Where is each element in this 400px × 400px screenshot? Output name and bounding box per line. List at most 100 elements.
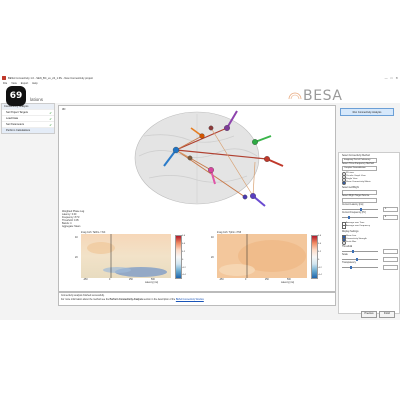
stats-line: Bands: 4 xyxy=(62,222,72,226)
y-tick: 40 xyxy=(211,236,214,239)
cbar-tick: -0.2 xyxy=(182,267,186,269)
view-option: Circular Graph View xyxy=(346,175,366,177)
view-option: Single View xyxy=(346,178,358,180)
maximize-button[interactable]: □ xyxy=(390,76,393,80)
display-label: Display Settings xyxy=(342,231,359,233)
tf-heatmap-left xyxy=(81,234,171,278)
x-tick: 250 xyxy=(129,279,133,281)
threshold-value[interactable] xyxy=(383,249,398,255)
stats-line: Frequency: 8 Hz xyxy=(62,216,80,220)
x-tick: -250 xyxy=(83,279,88,281)
menu-file[interactable]: File xyxy=(3,82,8,85)
freq-method-label: Select Time-Frequency Method xyxy=(342,163,374,165)
cbar-tick: -0.2 xyxy=(318,267,322,269)
y-tick: 40 xyxy=(75,236,78,239)
avg-freq-checkbox[interactable] xyxy=(342,225,347,230)
besa-logo: BESA xyxy=(303,88,343,104)
transparency-label: Transparency xyxy=(342,262,356,264)
page-header: lations BESA xyxy=(0,86,400,104)
window-title: BESA Connectivity 1.0 - SEN_BC_ev_24_1.f… xyxy=(8,76,93,80)
status-line: Connectivity analysis finished successfu… xyxy=(61,295,105,297)
cbar-tick: 0.2 xyxy=(318,251,322,253)
slider-knob[interactable] xyxy=(348,215,350,220)
transparency-slider[interactable] xyxy=(342,265,378,270)
source-label: Select Left/Right xyxy=(342,187,359,189)
slider-knob[interactable] xyxy=(360,207,362,212)
connectivity-viewer[interactable]: 3D xyxy=(58,105,336,292)
close-button[interactable]: ✕ xyxy=(395,76,398,80)
plot-title: Imag Coh: TpFm->TMl xyxy=(217,231,242,234)
step-perform-calculations[interactable]: Perform Calculations xyxy=(2,127,54,133)
stats-line: Latency: 0.00 xyxy=(62,213,77,217)
method-select[interactable]: Imaginary Part of Coherency xyxy=(342,158,377,164)
menu-export[interactable]: Export xyxy=(20,82,29,85)
menu-help[interactable]: Help xyxy=(32,82,38,85)
app-icon xyxy=(2,76,6,80)
status-info-line: For more information about the method se… xyxy=(61,299,204,301)
source-select[interactable] xyxy=(342,190,377,196)
transparency-value[interactable] xyxy=(383,265,398,271)
stats-line: Threshold: 0.05 xyxy=(62,219,79,223)
frequency-slider[interactable] xyxy=(342,215,378,220)
previous-button[interactable]: Previous xyxy=(361,311,377,318)
stats-line: Weighted Phase Lag xyxy=(62,210,85,213)
x-tick: -250 xyxy=(219,279,224,281)
slider-knob[interactable] xyxy=(350,265,352,270)
display-option: Connectivity Strength xyxy=(346,238,367,240)
step-set-parameters[interactable]: Set Parameters ✔ xyxy=(2,121,54,127)
step-label: Set Project Targets xyxy=(6,111,28,114)
step-label: Set Parameters xyxy=(6,123,25,126)
menu-bar: File View Export Help xyxy=(0,81,400,86)
frequency-value[interactable]: 8 xyxy=(383,215,398,221)
view-option: Show Connectivity Matrix xyxy=(346,181,371,183)
latency-slider[interactable] xyxy=(342,207,378,212)
workflow-steps: Connectivity Analysis Set Project Target… xyxy=(1,103,55,134)
x-tick: 500 xyxy=(151,279,155,281)
step-set-project-targets[interactable]: Set Project Targets ✔ xyxy=(2,109,54,115)
tf-plot-right[interactable]: Imag Coh: TpFm->TMl 40 20 -250 0 250 500… xyxy=(199,231,325,288)
slider-knob[interactable] xyxy=(352,249,354,254)
latency-value[interactable]: 0 xyxy=(383,207,398,213)
x-tick: 250 xyxy=(265,279,269,281)
workflow-header: Connectivity Analysis xyxy=(2,104,54,109)
freq-method-select[interactable]: Complex Demodulation xyxy=(342,166,377,172)
help-link[interactable]: BESA Connectivity Window xyxy=(175,299,204,301)
freq-current-label: Current Frequency [Hz] xyxy=(342,212,366,214)
scale-value[interactable] xyxy=(383,257,398,263)
finish-button[interactable]: Finish xyxy=(379,311,395,318)
check-icon: ✔ xyxy=(49,122,52,127)
menu-view[interactable]: View xyxy=(11,82,17,85)
x-tick: 0 xyxy=(109,279,111,281)
cbar-tick: -0.4 xyxy=(318,274,322,276)
brain-3d-view[interactable] xyxy=(59,106,335,209)
settings-panel: Select Connectivity Method Imaginary Par… xyxy=(338,152,400,314)
view-option: 3D view xyxy=(346,172,354,174)
scale-max-radio[interactable] xyxy=(342,241,347,246)
run-connectivity-button[interactable]: Run Connectivity Analysis xyxy=(340,108,394,116)
connectivity-stats: Weighted Phase Lag Latency: 0.00 Frequen… xyxy=(62,210,84,229)
cbar-tick: -0.4 xyxy=(182,274,186,276)
threshold-slider[interactable] xyxy=(342,249,378,254)
cbar-tick: 0 xyxy=(182,259,184,261)
minimize-button[interactable]: — xyxy=(384,76,388,80)
tf-heatmap-right xyxy=(217,234,307,278)
target-select[interactable] xyxy=(342,198,377,204)
scale-slider[interactable] xyxy=(342,257,378,262)
cbar-tick: 0 xyxy=(318,259,320,261)
step-load-data[interactable]: Load Data ✔ xyxy=(2,115,54,121)
step-label: Perform Calculations xyxy=(6,129,31,132)
connectivity-logo-badge: 69 xyxy=(6,86,26,106)
x-tick: 0 xyxy=(245,279,247,281)
slider-knob[interactable] xyxy=(356,257,358,262)
scale-label: Scale xyxy=(342,254,348,256)
avg-option: Average over Time xyxy=(346,222,365,224)
besa-logo-arc-icon xyxy=(288,92,302,100)
target-label: Select Right Target Source xyxy=(342,195,370,197)
tf-plot-left[interactable]: Imag Coh: TalFm->Tnlt 40 20 -250 0 xyxy=(63,231,189,288)
step-label: Load Data xyxy=(6,117,18,120)
view-matrix-radio[interactable] xyxy=(342,181,347,186)
x-axis-label: Latency [ms] xyxy=(145,282,159,284)
plot-title: Imag Coh: TalFm->Tnlt xyxy=(81,231,106,234)
threshold-label: Threshold xyxy=(342,246,353,248)
latency-label: Current Latency [ms] xyxy=(342,204,364,206)
